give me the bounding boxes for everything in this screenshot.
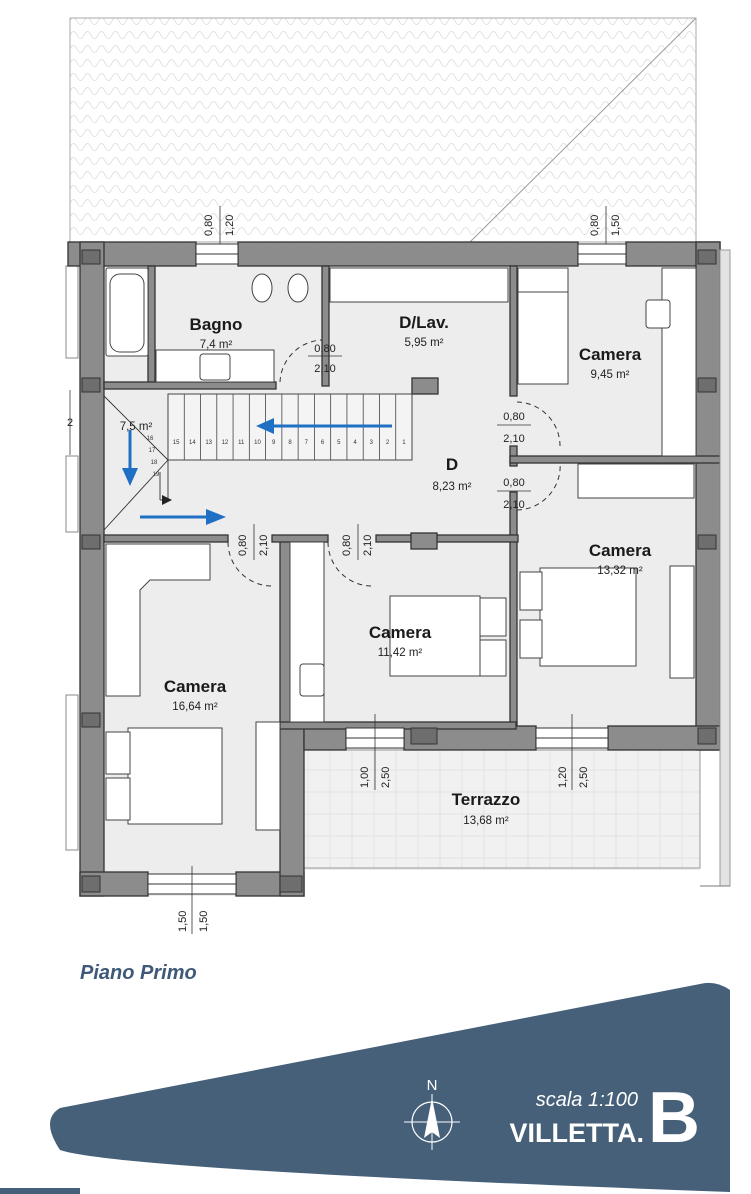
dim-door-c-height: 2,10: [362, 535, 374, 556]
dim-left-edge: 2: [67, 417, 73, 429]
stair-step-number: 19: [153, 472, 160, 478]
stair-step-number: 13: [205, 440, 212, 446]
dim-win-ne-width: 0,80: [589, 215, 601, 236]
room-name-camera-e: Camera: [589, 541, 652, 560]
room-area-camera-c: 11,42 m²: [378, 647, 423, 659]
plan-title: Piano Primo: [80, 962, 197, 984]
camera-ne-furniture: [517, 267, 697, 457]
dim-door-w-width: 0,80: [237, 535, 249, 556]
stair-step-number: 17: [149, 448, 156, 454]
camera-c-furniture: [289, 541, 507, 723]
stair-step-number: 2: [386, 440, 390, 446]
stair-step-number: 12: [222, 440, 229, 446]
stair-step-number: 18: [151, 460, 158, 466]
stair-step-number: 1: [402, 440, 406, 446]
room-labels: Bagno 7,4 m² D/Lav. 5,95 m² Camera 9,45 …: [120, 313, 652, 827]
circulation-arrows: [122, 418, 392, 525]
room-area-stair: 7,5 m²: [120, 421, 153, 433]
dim-door-w-height: 2,10: [258, 535, 270, 556]
room-area-camera-w: 16,64 m²: [172, 701, 218, 713]
room-name-disimpegno: D: [446, 455, 458, 474]
dimension-labels: 0,80 2,10 0,80 2,10 0,80 2,10 0,80 1,20 …: [67, 206, 622, 934]
room-area-camera-e: 13,32 m²: [597, 565, 643, 577]
dim-win-c-height: 2,50: [380, 767, 392, 788]
room-area-terrazzo: 13,68 m²: [463, 815, 509, 827]
camera-e-furniture: [519, 463, 695, 679]
room-name-camera-w: Camera: [164, 677, 227, 696]
north-arrow-icon: N: [404, 1077, 460, 1150]
room-area-bagno: 7,4 m²: [200, 339, 233, 351]
stair-step-number: 8: [288, 440, 292, 446]
roof-area: [69, 17, 697, 243]
villetta-label: VILLETTA.: [510, 1118, 645, 1148]
dim-win-bagno-width: 0,80: [203, 215, 215, 236]
room-name-camera-ne: Camera: [579, 345, 642, 364]
stair-step-number: 16: [147, 436, 154, 442]
stair-step-number: 15: [173, 440, 180, 446]
camera-w-furniture: [105, 543, 281, 831]
room-area-camera-ne: 9,45 m²: [591, 369, 630, 381]
dim-door-ne-width: 0,80: [503, 411, 524, 423]
room-name-dlav: D/Lav.: [399, 313, 449, 332]
stair-step-number: 5: [337, 440, 341, 446]
stair-step-number: 4: [353, 440, 357, 446]
dim-win-bagno-height: 1,20: [224, 215, 236, 236]
dim-win-e-width: 1,20: [557, 767, 569, 788]
dim-door-e-height: 2,10: [503, 499, 524, 511]
door-swings: [227, 339, 561, 587]
dim-win-w-width: 1,50: [177, 911, 189, 932]
stair-step-number: 14: [189, 440, 196, 446]
room-area-disimpegno: 8,23 m²: [433, 481, 472, 493]
title-banner: N scala 1:100 VILLETTA. B: [0, 982, 730, 1194]
stair-step-number: 7: [305, 440, 309, 446]
bathroom-fixtures: [105, 267, 509, 383]
stair-step-number: 10: [254, 440, 261, 446]
room-area-dlav: 5,95 m²: [405, 337, 444, 349]
stair-step-number: 9: [272, 440, 276, 446]
room-name-camera-c: Camera: [369, 623, 432, 642]
stair-step-number: 11: [238, 440, 245, 446]
dim-door-bagno-width: 0,80: [314, 343, 335, 355]
room-name-terrazzo: Terrazzo: [452, 790, 521, 809]
north-label: N: [427, 1077, 438, 1094]
dim-door-bagno-height: 2,10: [314, 363, 335, 375]
dim-door-e-width: 0,80: [503, 477, 524, 489]
dim-win-e-height: 2,50: [578, 767, 590, 788]
scale-label: scala 1:100: [536, 1089, 638, 1111]
villetta-letter: B: [648, 1078, 700, 1158]
stair-step-number: 6: [321, 440, 325, 446]
left-external-walls: [65, 265, 79, 851]
dim-win-ne-height: 1,50: [610, 215, 622, 236]
dim-door-c-width: 0,80: [341, 535, 353, 556]
right-facade-strip: [700, 249, 731, 887]
dim-win-w-height: 1,50: [198, 911, 210, 932]
dim-door-ne-height: 2,10: [503, 433, 524, 445]
dim-win-c-width: 1,00: [359, 767, 371, 788]
wall-pillars: [81, 249, 717, 893]
stair-step-number: 3: [370, 440, 374, 446]
room-name-bagno: Bagno: [190, 315, 243, 334]
